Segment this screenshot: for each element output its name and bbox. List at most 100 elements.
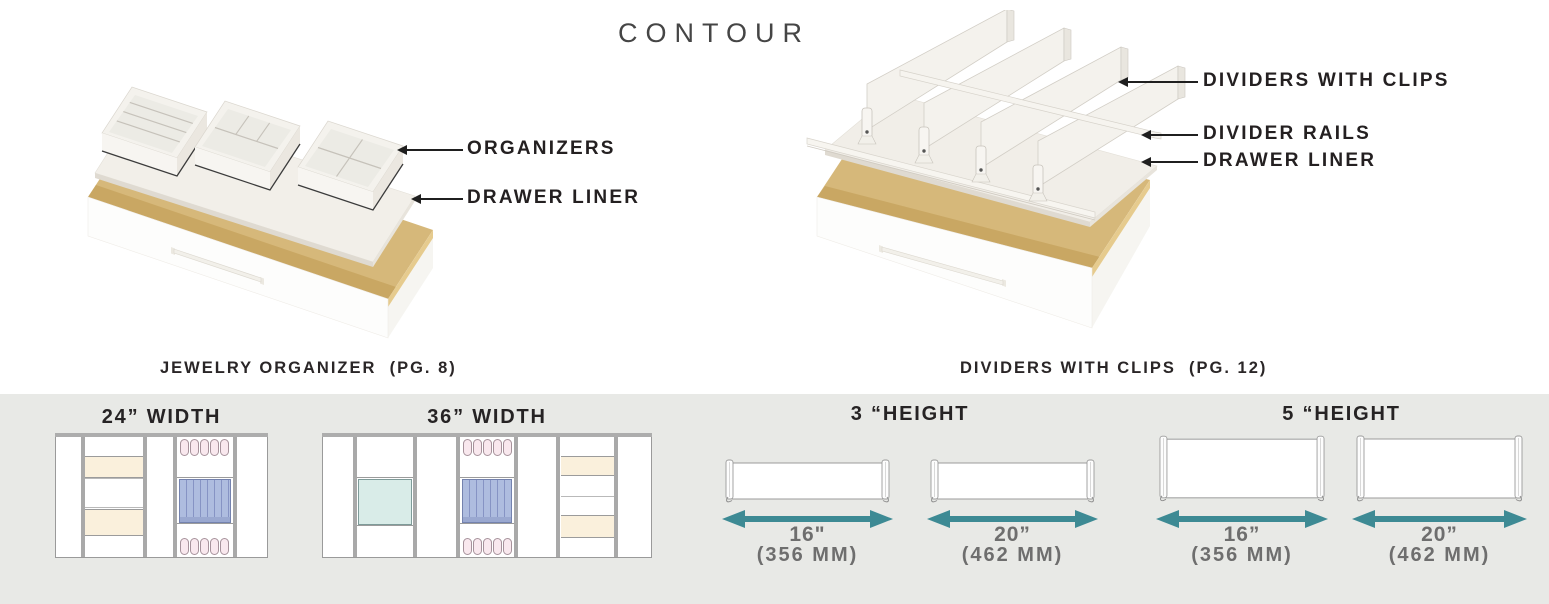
dimension-mm: (356 MM): [756, 544, 859, 566]
tray-line: [85, 478, 143, 479]
ring-roll-insert: [462, 479, 512, 523]
divider-clips: [857, 107, 1048, 202]
callout-divider-rails: DIVIDER RAILS: [1203, 123, 1371, 144]
ring-slot: [463, 439, 472, 456]
leader-arrow: [411, 194, 463, 204]
tray-column-shelves: [85, 437, 143, 557]
ring-slot: [200, 538, 209, 555]
divider-profile-3in-20: [927, 457, 1098, 504]
organizer-tray: [194, 100, 301, 191]
leader-arrow: [1141, 157, 1198, 167]
width-36-diagram: [322, 433, 652, 559]
dimension-mm: (356 MM): [1191, 544, 1293, 566]
ring-slot: [210, 538, 219, 555]
ring-slot: [473, 439, 482, 456]
tray-slot-cream: [85, 456, 143, 478]
jewelry-organizer-illustration: [87, 86, 433, 339]
ring-slot: [503, 439, 512, 456]
ring-slot: [180, 538, 189, 555]
height-5-title: 5 “HEIGHT: [1282, 403, 1401, 425]
ring-slot-row: [463, 538, 512, 555]
ring-slot-row: [180, 439, 229, 456]
dimension-mm: (462 MM): [1388, 544, 1491, 566]
tray-column-shelves: [561, 437, 614, 557]
callout-dividers-with-clips: DIVIDERS WITH CLIPS: [1203, 70, 1450, 91]
drawer-handle: [173, 248, 262, 283]
tray-wall: [233, 437, 237, 557]
ring-slot: [463, 538, 472, 555]
ring-slot: [220, 538, 229, 555]
tray-wall: [614, 437, 618, 557]
tray-wall: [173, 437, 177, 557]
tray-wall: [143, 437, 147, 557]
ring-slot: [220, 439, 229, 456]
dimension-inches: 16”: [1223, 523, 1261, 546]
tray-line: [460, 477, 514, 478]
leader-arrow: [397, 145, 463, 155]
tray-wall: [81, 437, 85, 557]
ring-slot: [190, 538, 199, 555]
ring-slot: [473, 538, 482, 555]
width-24-title: 24” WIDTH: [101, 406, 222, 428]
drawer-handle: [881, 246, 1004, 286]
organizer-tray: [297, 120, 404, 211]
tray-line: [177, 523, 233, 524]
dimension-mm: (462 MM): [961, 544, 1064, 566]
diagram-top-bar: [55, 433, 268, 437]
tray-column-teal: [357, 437, 413, 557]
tray-line: [357, 477, 413, 478]
ring-slot: [210, 439, 219, 456]
width-arrow: [722, 510, 893, 528]
tray-column-rings: [460, 437, 514, 557]
dimension-inches: 20”: [994, 523, 1031, 546]
width-36-title: 36” WIDTH: [427, 406, 547, 428]
divider-profile-5in-16: [1156, 433, 1328, 504]
diagram-top-bar: [322, 433, 652, 437]
callout-drawer-liner: DRAWER LINER: [467, 187, 641, 208]
ring-slot: [493, 439, 502, 456]
tray-slot-cream: [561, 515, 614, 538]
caption-jewelry-organizer: JEWELRY ORGANIZER (PG. 8): [160, 359, 457, 377]
ring-slot-row: [463, 439, 512, 456]
brand-title: CONTOUR: [618, 18, 811, 48]
ring-slot: [493, 538, 502, 555]
leader-arrow: [1141, 130, 1198, 140]
dimension-inches: 20”: [1421, 523, 1458, 546]
tray-wall: [514, 437, 518, 557]
ring-slot: [190, 439, 199, 456]
leader-arrow: [1118, 77, 1198, 87]
callout-organizers: ORGANIZERS: [467, 138, 616, 159]
caption-dividers-with-clips: DIVIDERS WITH CLIPS (PG. 12): [960, 359, 1268, 377]
ring-slot: [200, 439, 209, 456]
tray-line: [177, 477, 233, 478]
divider-rails: [806, 69, 1162, 221]
dividers-with-clips-illustration: [806, 10, 1186, 329]
tray-slot-cream: [85, 509, 143, 536]
tray-line: [460, 523, 514, 524]
ring-slot: [180, 439, 189, 456]
ring-slot: [503, 538, 512, 555]
tray-line: [357, 525, 413, 526]
divider-profile-3in-16: [722, 457, 893, 504]
tray-wall: [353, 437, 357, 557]
width-arrow: [1156, 510, 1328, 528]
ring-roll-insert: [179, 479, 231, 523]
tray-wall: [413, 437, 417, 557]
width-24-diagram: [55, 433, 268, 559]
tray-line: [561, 496, 614, 497]
ring-slot-row: [180, 538, 229, 555]
tray-slot-teal: [358, 479, 412, 525]
tray-wall: [556, 437, 560, 557]
organizer-tray: [101, 86, 208, 177]
tray-line: [85, 507, 143, 508]
tray-slot-cream: [561, 456, 614, 476]
ring-slot: [483, 439, 492, 456]
spec-panel: 24” WIDTH: [0, 394, 1549, 604]
callout-drawer-liner: DRAWER LINER: [1203, 150, 1377, 171]
height-3-title: 3 “HEIGHT: [850, 403, 970, 425]
dimension-inches: 16": [789, 523, 826, 546]
tray-column-rings: [177, 437, 233, 557]
tray-wall: [456, 437, 460, 557]
ring-slot: [483, 538, 492, 555]
